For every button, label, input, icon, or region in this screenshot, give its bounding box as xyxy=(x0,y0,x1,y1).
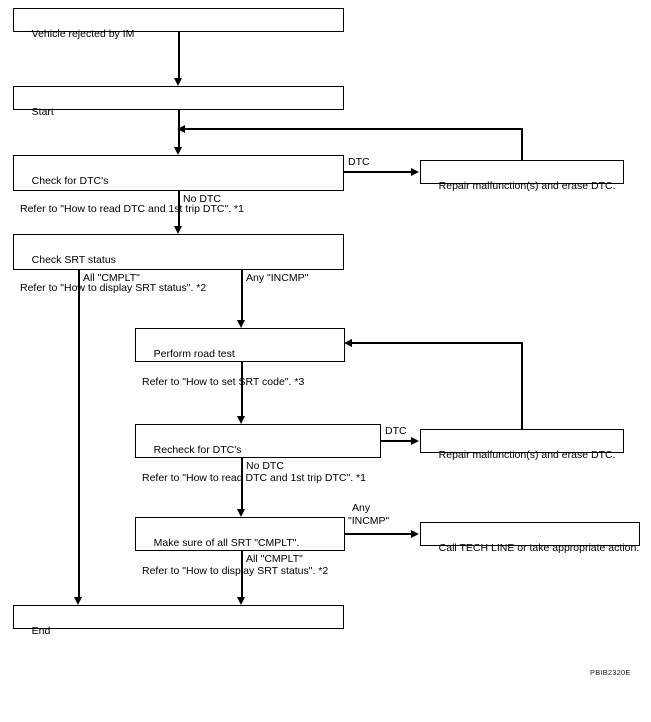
node-label: Vehicle rejected by IM xyxy=(31,28,135,40)
arrowhead-recheck-dtc-to-make-sure-srt xyxy=(237,509,245,517)
edge-check-srt-any-incmp-to-road-test xyxy=(241,270,243,320)
node-sublabel: Refer to "How to display SRT status". *2 xyxy=(20,282,207,294)
edge-check-srt-all-cmplt-to-end xyxy=(78,270,80,597)
node-sublabel: Refer to "How to read DTC and 1st trip D… xyxy=(142,472,366,484)
arrowhead-repair-2-feedback xyxy=(344,339,352,347)
node-sublabel: Refer to "How to set SRT code". *3 xyxy=(142,376,305,388)
node-label: Check SRT status xyxy=(31,254,116,266)
arrowhead-make-sure-srt-to-end xyxy=(237,597,245,605)
edge-make-sure-srt-to-end xyxy=(241,551,243,597)
arrowhead-road-test-to-recheck-dtc xyxy=(237,416,245,424)
node-recheck-dtc: Recheck for DTC's Refer to "How to read … xyxy=(135,424,381,484)
edge-label-no-dtc-2: No DTC xyxy=(246,460,284,472)
node-label: Call TECH LINE or take appropriate actio… xyxy=(438,542,640,554)
edge-make-sure-srt-to-tech-line xyxy=(345,533,412,535)
node-label: Recheck for DTC's xyxy=(153,444,242,456)
node-repair-dtc-2: Repair malfunction(s) and erase DTC. xyxy=(420,429,624,461)
edge-label-all-cmplt-2: All "CMPLT" xyxy=(246,553,303,565)
edge-label-any-incmp-2-line1: Any xyxy=(352,502,371,514)
edge-repair-1-feedback-vertical xyxy=(521,128,523,161)
arrowhead-start-to-check-dtc xyxy=(174,147,182,155)
node-label: Check for DTC's xyxy=(31,175,109,187)
edge-label-all-cmplt-1: All "CMPLT" xyxy=(83,272,140,284)
edge-label-any-incmp-1: Any "INCMP" xyxy=(246,272,309,284)
edge-repair-2-feedback-vertical xyxy=(521,342,523,430)
edge-repair-2-feedback-horizontal xyxy=(347,342,522,344)
edge-road-test-to-recheck-dtc xyxy=(241,362,243,416)
node-label: Perform road test xyxy=(153,348,235,360)
figure-code: PBIB2320E xyxy=(590,668,631,677)
node-label: End xyxy=(31,625,51,637)
edge-vehicle-to-start xyxy=(178,32,180,80)
edge-label-dtc-1: DTC xyxy=(348,156,370,168)
node-vehicle-rejected: Vehicle rejected by IM xyxy=(13,8,344,40)
arrowhead-check-dtc-to-check-srt xyxy=(174,226,182,234)
node-start: Start xyxy=(13,86,344,118)
node-label: Repair malfunction(s) and erase DTC. xyxy=(438,180,616,192)
arrowhead-any-incmp-to-road-test xyxy=(237,320,245,328)
edge-label-no-dtc-1: No DTC xyxy=(183,193,221,205)
node-label: Make sure of all SRT "CMPLT". xyxy=(153,537,300,549)
node-sublabel: Refer to "How to read DTC and 1st trip D… xyxy=(20,203,244,215)
edge-label-any-incmp-2-line2: "INCMP" xyxy=(348,515,390,527)
arrowhead-all-cmplt-to-end xyxy=(74,597,82,605)
node-check-srt: Check SRT status Refer to "How to displa… xyxy=(13,234,344,294)
edge-label-dtc-2: DTC xyxy=(385,425,407,437)
arrowhead-vehicle-to-start xyxy=(174,78,182,86)
node-label: Repair malfunction(s) and erase DTC. xyxy=(438,449,616,461)
edge-recheck-dtc-to-repair-2 xyxy=(381,440,412,442)
arrowhead-make-sure-srt-to-tech-line xyxy=(411,530,419,538)
edge-check-dtc-to-check-srt xyxy=(178,191,180,226)
edge-recheck-dtc-to-make-sure-srt xyxy=(241,458,243,509)
arrowhead-recheck-dtc-to-repair-2 xyxy=(411,437,419,445)
node-sublabel: Refer to "How to display SRT status". *2 xyxy=(142,565,329,577)
arrowhead-check-dtc-to-repair-1 xyxy=(411,168,419,176)
node-end: End xyxy=(13,605,344,637)
node-call-tech-line: Call TECH LINE or take appropriate actio… xyxy=(420,522,640,554)
node-make-sure-srt: Make sure of all SRT "CMPLT". Refer to "… xyxy=(135,517,345,577)
edge-check-dtc-to-repair-1 xyxy=(344,171,412,173)
node-road-test: Perform road test Refer to "How to set S… xyxy=(135,328,345,388)
node-repair-dtc-1: Repair malfunction(s) and erase DTC. xyxy=(420,160,624,192)
edge-repair-1-feedback-horizontal xyxy=(180,128,522,130)
node-check-dtc: Check for DTC's Refer to "How to read DT… xyxy=(13,155,344,215)
arrowhead-repair-1-feedback xyxy=(177,125,185,133)
node-label: Start xyxy=(31,106,54,118)
